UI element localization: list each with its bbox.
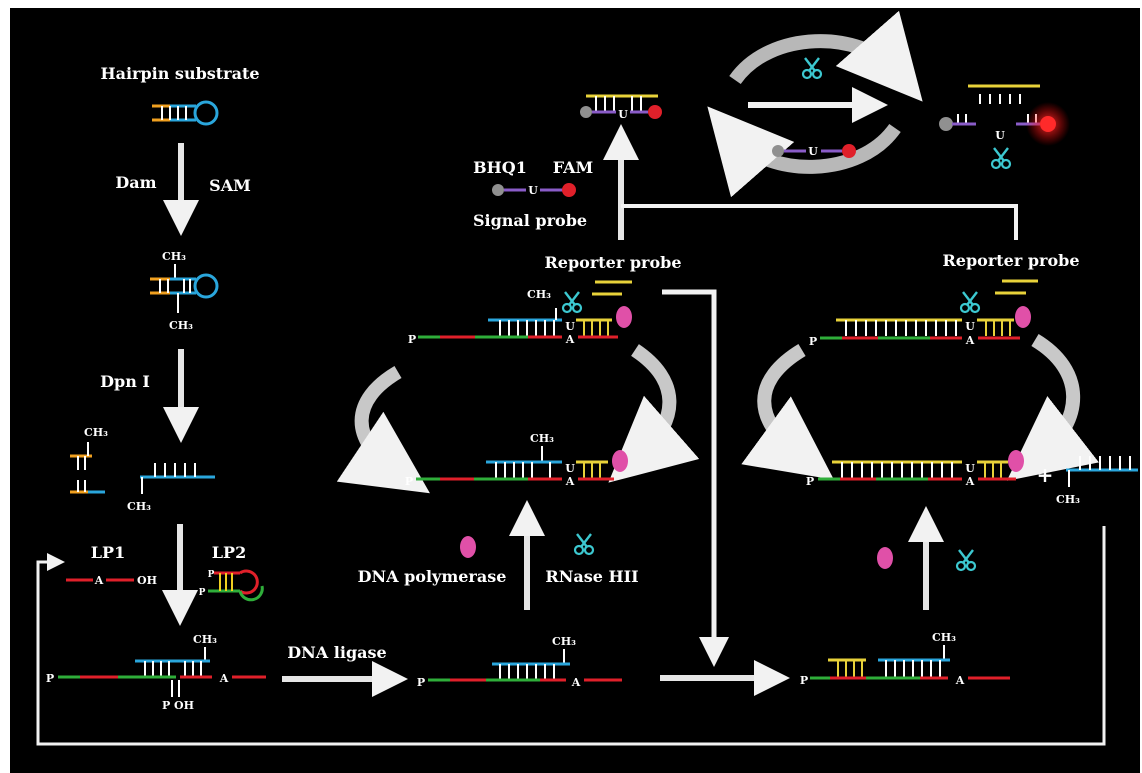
svg-text:P: P [405, 475, 413, 488]
scissors-icon [959, 290, 981, 314]
sam-label: SAM [209, 176, 251, 195]
cleaved-fragments: CH₃ CH₃ [70, 426, 215, 513]
cycle-arrow-bottom [707, 106, 901, 198]
right-cycle-bottom: U P A [806, 450, 1024, 488]
plus-sign: + [1037, 463, 1054, 487]
scissors-icon [955, 548, 977, 572]
svg-text:U: U [995, 129, 1005, 142]
ch3-label: CH₃ [552, 635, 576, 648]
svg-text:P: P [408, 333, 416, 346]
rnase-hii-label: RNase HII [545, 567, 638, 586]
right-cycle-top: U P A [809, 279, 1038, 348]
svg-text:P: P [806, 475, 814, 488]
ch3-label: CH₃ [193, 633, 217, 646]
hairpin-substrate [152, 100, 219, 126]
scissors-icon [573, 532, 595, 556]
ligated-product: CH₃ P A [417, 635, 622, 689]
hairpin-substrate-label: Hairpin substrate [100, 64, 259, 83]
dna-polymerase-label: DNA polymerase [358, 567, 507, 586]
ch3-label: CH₃ [527, 288, 551, 301]
polymerase-icon [1008, 450, 1024, 472]
signal-probe: U [492, 183, 576, 197]
ch3-label: CH₃ [932, 631, 956, 644]
dna-ligase-label: DNA ligase [287, 643, 386, 662]
fam-dot [1040, 116, 1056, 132]
polymerase-icon [612, 450, 628, 472]
reporter-probe-label-2: Reporter probe [943, 251, 1080, 270]
cleaved-signal: U [939, 84, 1070, 170]
middle-cycle-top: CH₃ U P A [408, 280, 632, 346]
svg-text:P: P [800, 674, 808, 687]
svg-text:U: U [565, 462, 575, 475]
svg-text:P OH: P OH [162, 699, 194, 712]
scissors-icon [801, 56, 823, 80]
svg-text:A: A [965, 334, 975, 347]
ch3-label: CH₃ [169, 319, 193, 332]
svg-text:U: U [965, 462, 975, 475]
svg-text:P: P [417, 676, 425, 689]
polymerase-icon [1015, 306, 1031, 328]
svg-text:A: A [219, 672, 229, 685]
svg-text:U: U [965, 320, 975, 333]
methylated-hairpin: CH₃ CH₃ [150, 250, 219, 332]
diagram-svg: Hairpin substrate Dam SAM CH₃ CH₃ Dpn I … [36, 10, 1138, 746]
svg-text:P: P [208, 570, 215, 580]
ch3-label: CH₃ [162, 250, 186, 263]
signal-probe-label: Signal probe [473, 211, 587, 230]
svg-text:A: A [965, 475, 975, 488]
svg-text:A: A [94, 574, 104, 587]
svg-text:A: A [565, 475, 575, 488]
recycled-signal-probe: U [772, 144, 856, 158]
svg-text:OH: OH [137, 574, 157, 587]
primed-product: CH₃ P A [800, 631, 1010, 687]
cycle-arrow-left-2 [741, 343, 834, 480]
dam-label: Dam [115, 173, 156, 192]
dpn1-label: Dpn I [100, 372, 150, 391]
svg-text:A: A [565, 333, 575, 346]
arrow-middle-to-bottom [662, 289, 729, 667]
cycle-arrow-right-2 [1006, 334, 1099, 481]
diagram-canvas: Hairpin substrate Dam SAM CH₃ CH₃ Dpn I … [10, 8, 1140, 773]
released-methylated-fragment: CH₃ [1056, 456, 1138, 506]
lp1-label: LP1 [91, 543, 125, 562]
scissors-icon [990, 146, 1012, 170]
fam-label: FAM [553, 158, 594, 177]
ch3-label: CH₃ [1056, 493, 1080, 506]
svg-text:U: U [528, 184, 538, 197]
cycle-arrow-right [608, 344, 700, 483]
svg-text:A: A [571, 676, 581, 689]
svg-text:P: P [46, 672, 54, 685]
svg-text:U: U [565, 320, 575, 333]
bhq1-label: BHQ1 [473, 158, 527, 177]
ch3-label: CH₃ [530, 432, 554, 445]
lp2-probe: P P [199, 569, 264, 602]
cycle-arrow-top [729, 10, 923, 102]
polymerase-icon [460, 536, 476, 558]
reporter-probe-label-1: Reporter probe [545, 253, 682, 272]
svg-text:A: A [955, 674, 965, 687]
ligation-complex: CH₃ P A P OH [46, 633, 266, 712]
ch3-label: CH₃ [127, 500, 151, 513]
ch3-label: CH₃ [84, 426, 108, 439]
scissors-icon [561, 290, 583, 314]
lp2-label: LP2 [212, 543, 246, 562]
svg-text:U: U [808, 145, 818, 158]
middle-cycle-bottom: CH₃ U P A [405, 432, 628, 488]
polymerase-icon [616, 306, 632, 328]
cycle-arrow-left [336, 365, 430, 494]
reporter-signal-duplex: U [580, 94, 662, 121]
svg-text:P: P [809, 335, 817, 348]
svg-text:P: P [199, 588, 206, 598]
connector-line [621, 204, 1018, 240]
lp1-probe: A OH [66, 574, 157, 587]
feedback-loop-arrow [36, 526, 1106, 746]
polymerase-icon [877, 547, 893, 569]
svg-text:U: U [618, 108, 628, 121]
